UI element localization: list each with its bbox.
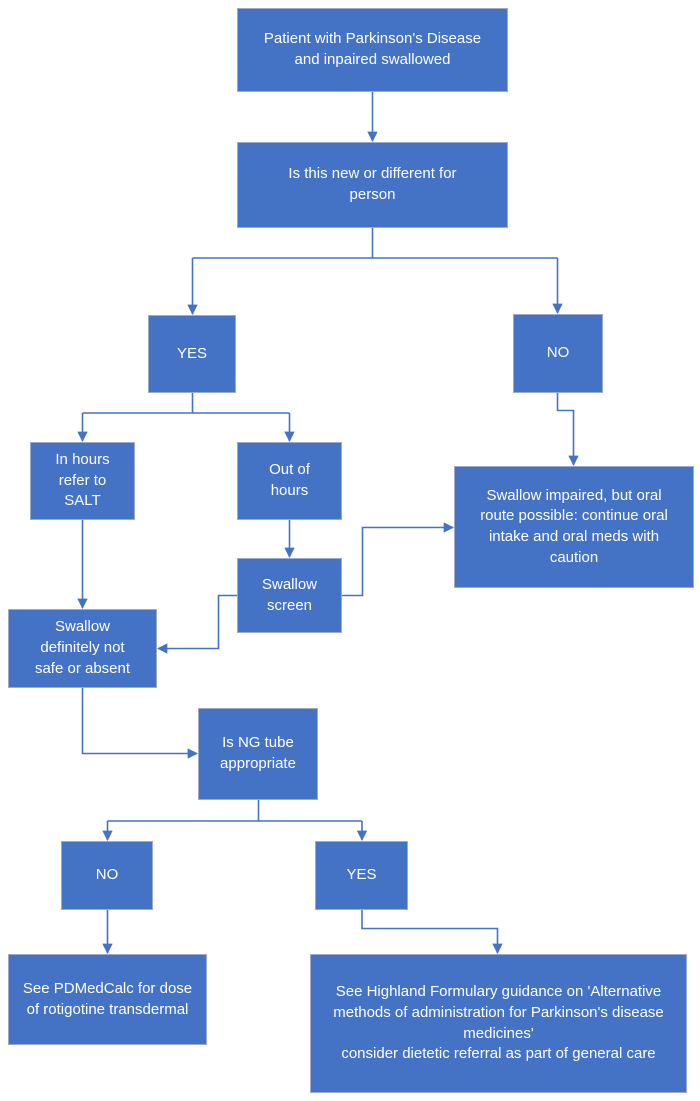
node-highland-formulary: See Highland Formulary guidance on 'Alte… bbox=[310, 954, 687, 1093]
node-new-or-different: Is this new or different for person bbox=[237, 142, 508, 228]
node-ng-no: NO bbox=[61, 841, 153, 910]
node-label: YES bbox=[346, 866, 377, 884]
node-patient-parkinsons: Patient with Parkinson's Disease and inp… bbox=[237, 8, 508, 92]
node-in-hours-salt: In hours refer to SALT bbox=[30, 442, 135, 520]
node-label: Patient with Parkinson's Disease and inp… bbox=[263, 30, 482, 68]
node-label: Swallow definitely not safe or absent bbox=[34, 618, 131, 677]
node-ng-yes: YES bbox=[315, 841, 408, 910]
node-label: Out of hours bbox=[269, 461, 310, 499]
node-yes-branch: YES bbox=[148, 315, 236, 393]
node-label: Swallow impaired, but oral route possibl… bbox=[480, 486, 668, 566]
node-no-branch: NO bbox=[513, 314, 603, 393]
node-label: See PDMedCalc for dose of rotigotine tra… bbox=[22, 979, 193, 1018]
node-out-of-hours: Out of hours bbox=[237, 442, 342, 520]
node-label: NO bbox=[95, 866, 119, 884]
connector-not-safe-ng bbox=[81, 688, 199, 759]
node-pdmedcalc: See PDMedCalc for dose of rotigotine tra… bbox=[8, 954, 207, 1045]
node-oral-route-possible: Swallow impaired, but oral route possibl… bbox=[454, 466, 694, 588]
connector-screen-not-safe bbox=[156, 594, 237, 654]
connector-yes2-highland bbox=[361, 910, 503, 955]
node-ng-tube-appropriate: Is NG tube appropriate bbox=[198, 708, 318, 800]
node-label: NO bbox=[546, 344, 570, 362]
node-label: Is NG tube appropriate bbox=[220, 734, 296, 772]
connector-no1-oral bbox=[556, 393, 579, 467]
node-label: In hours refer to SALT bbox=[55, 450, 110, 510]
node-label: Is this new or different for person bbox=[288, 165, 457, 203]
node-label: See Highland Formulary guidance on 'Alte… bbox=[333, 983, 664, 1063]
node-label: YES bbox=[176, 344, 207, 362]
node-swallow-not-safe: Swallow definitely not safe or absent bbox=[8, 609, 157, 688]
connector-screen-oral bbox=[342, 522, 455, 597]
node-swallow-screen: Swallow screen bbox=[237, 558, 342, 633]
node-label: Swallow screen bbox=[261, 575, 318, 614]
